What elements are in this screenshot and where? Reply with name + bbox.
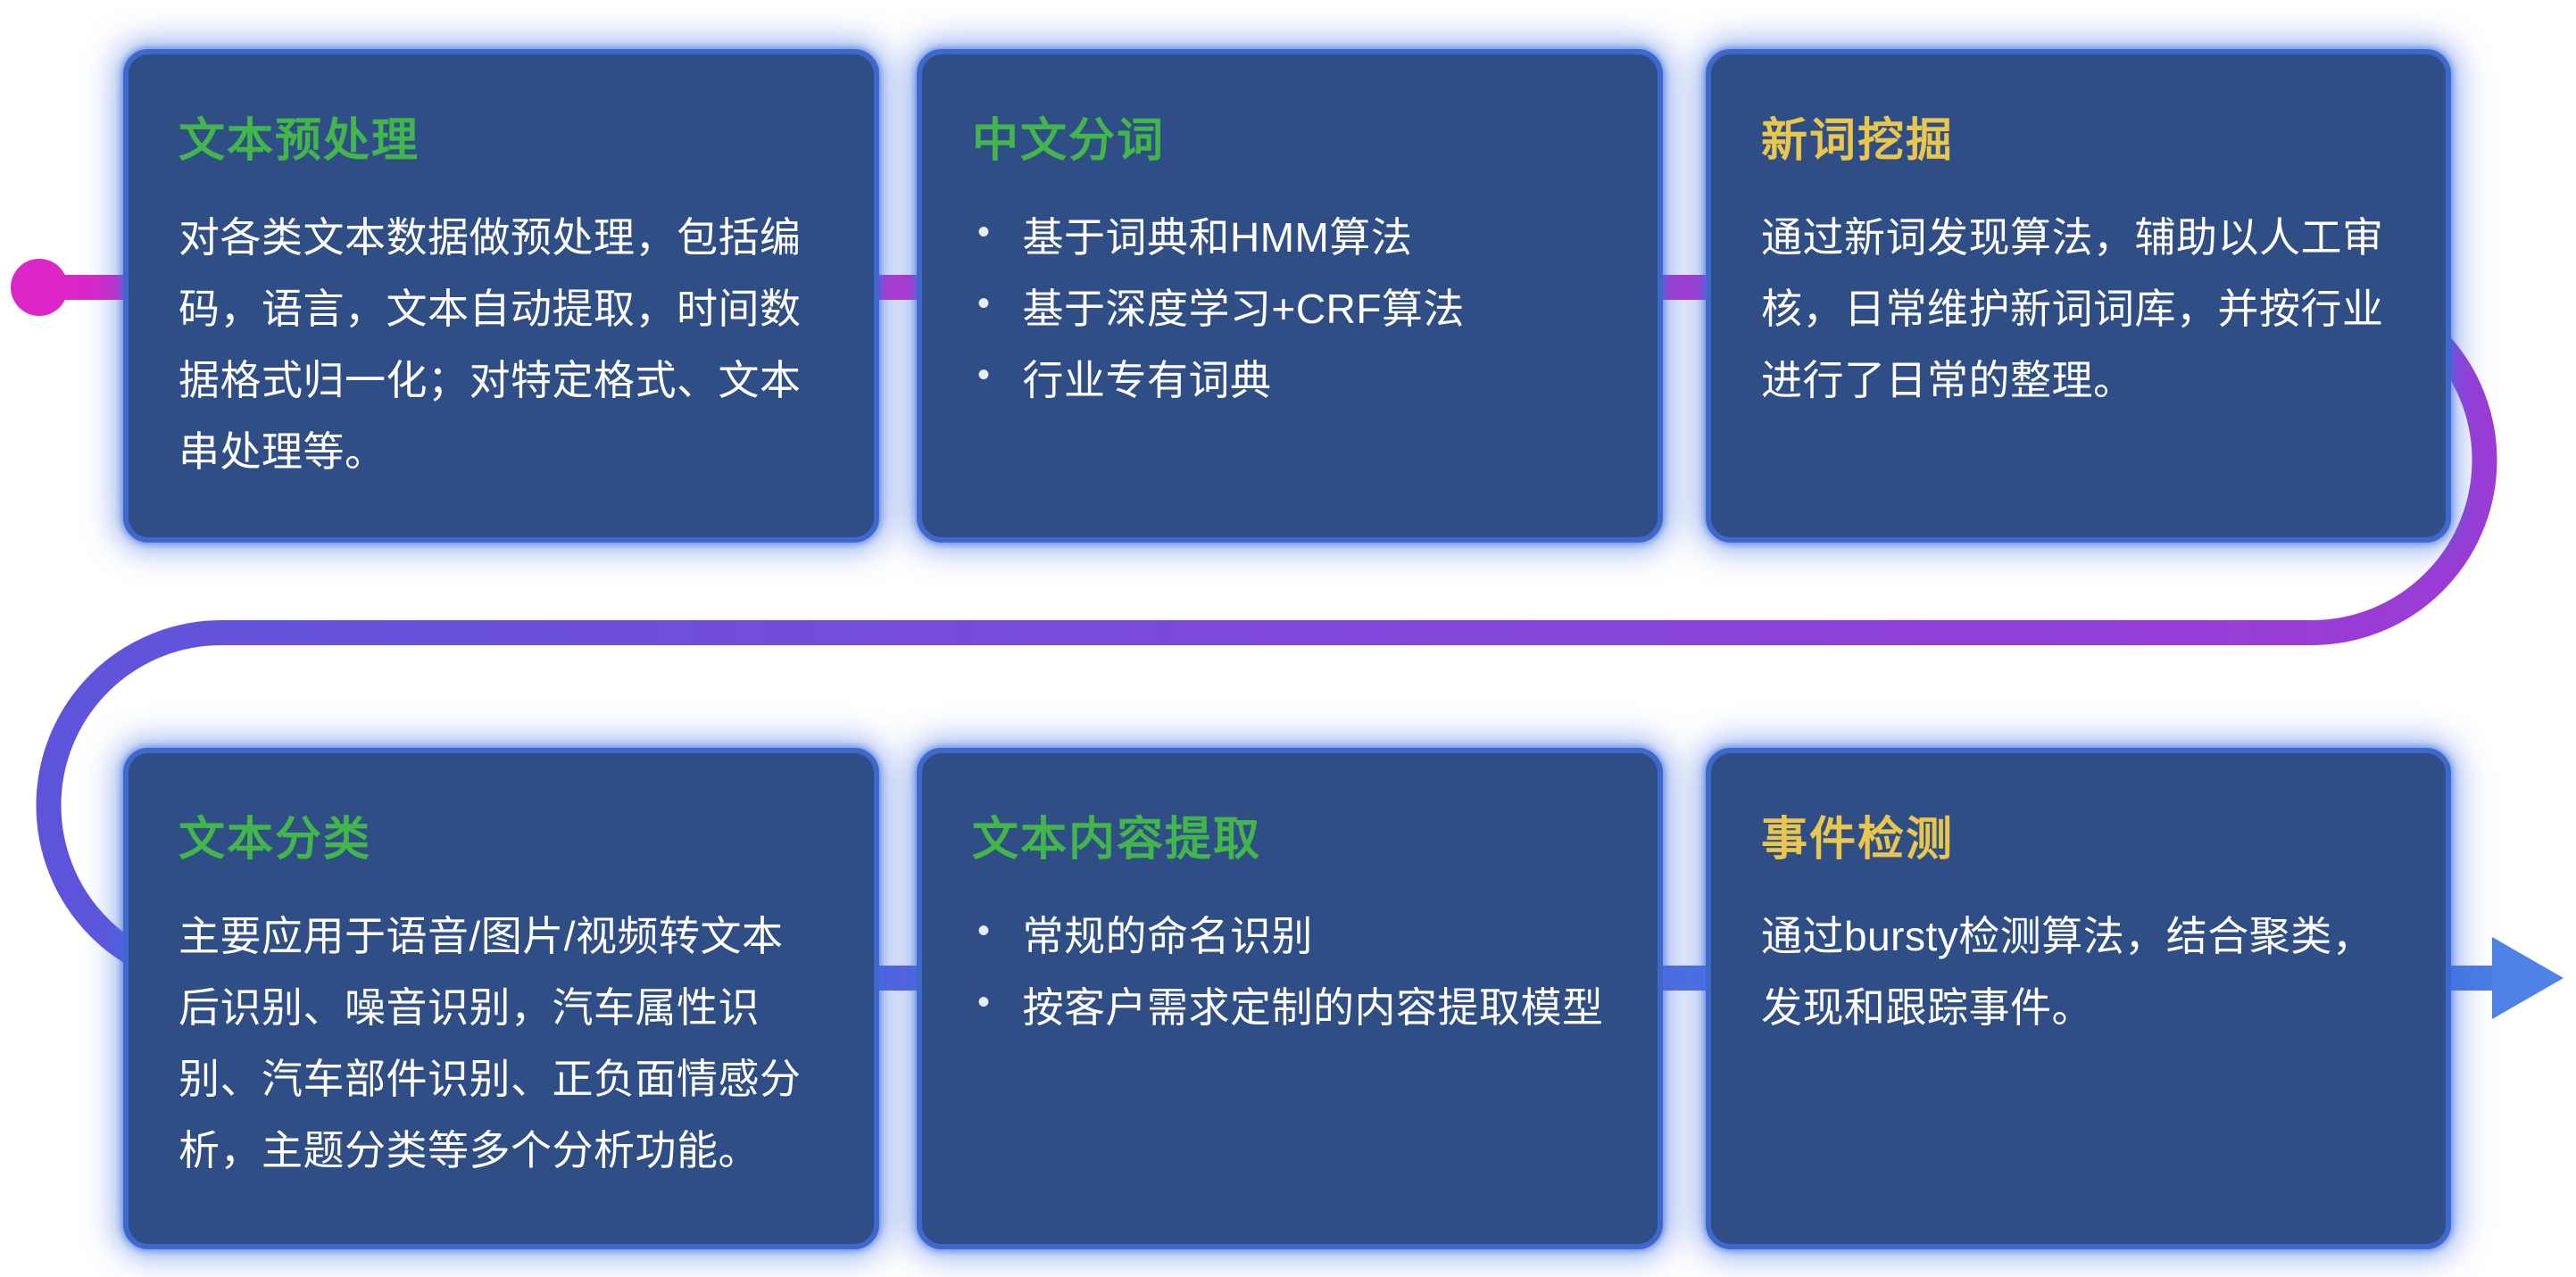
bullet-text: 基于词典和HMM算法 [1022, 214, 1413, 261]
bullet-icon: • [977, 983, 991, 1023]
bullet-icon: • [977, 355, 991, 395]
flow-arrow-icon [2492, 937, 2564, 1019]
card-body-text: 通过新词发现算法，辅助以人工审核，日常维护新词词库，并按行业进行了日常的整理。 [1761, 214, 2384, 404]
list-item: • 基于词典和HMM算法 [972, 202, 1608, 273]
bullet-text: 行业专有词典 [1022, 357, 1272, 404]
card-title: 事件检测 [1761, 814, 1955, 866]
list-item: • 常规的命名识别 [972, 900, 1608, 972]
flow-start-dot-icon [11, 259, 68, 316]
list-item: • 按客户需求定制的内容提取模型 [972, 972, 1608, 1043]
card-body-text: 通过bursty检测算法，结合聚类，发现和跟踪事件。 [1761, 913, 2374, 1032]
bullet-text: 按客户需求定制的内容提取模型 [1022, 984, 1604, 1032]
card-title: 文本内容提取 [972, 814, 1262, 866]
card-new-word-mining: 新词挖掘 通过新词发现算法，辅助以人工审核，日常维护新词词库，并按行业进行了日常… [1706, 49, 2451, 543]
card-body-text: 主要应用于语音/图片/视频转文本后识别、噪音识别，汽车属性识别、汽车部件识别、正… [179, 913, 802, 1174]
card-body-text: 对各类文本数据做预处理，包括编码，语言，文本自动提取，时间数据格式归一化；对特定… [179, 214, 802, 476]
card-text-preprocessing: 文本预处理 对各类文本数据做预处理，包括编码，语言，文本自动提取，时间数据格式归… [123, 49, 879, 543]
list-item: • 基于深度学习+CRF算法 [972, 273, 1608, 344]
card-title: 文本预处理 [179, 115, 420, 167]
bullet-icon: • [977, 911, 991, 950]
card-content-extraction: 文本内容提取 • 常规的命名识别 • 按客户需求定制的内容提取模型 [917, 748, 1663, 1249]
card-text-classification: 文本分类 主要应用于语音/图片/视频转文本后识别、噪音识别，汽车属性识别、汽车部… [123, 748, 879, 1249]
card-event-detection: 事件检测 通过bursty检测算法，结合聚类，发现和跟踪事件。 [1706, 748, 2451, 1249]
card-title: 中文分词 [972, 115, 1166, 167]
card-title: 文本分类 [179, 814, 372, 866]
bullet-icon: • [977, 284, 991, 324]
bullet-list: • 常规的命名识别 • 按客户需求定制的内容提取模型 [972, 900, 1608, 1043]
card-title: 新词挖掘 [1761, 115, 1955, 167]
bullet-icon: • [977, 212, 991, 252]
list-item: • 行业专有词典 [972, 344, 1608, 416]
flow-line-middle [36, 460, 2497, 806]
card-chinese-segmentation: 中文分词 • 基于词典和HMM算法 • 基于深度学习+CRF算法 • 行业专有词… [917, 49, 1663, 543]
bullet-text: 常规的命名识别 [1022, 913, 1314, 959]
bullet-list: • 基于词典和HMM算法 • 基于深度学习+CRF算法 • 行业专有词典 [972, 202, 1608, 416]
bullet-text: 基于深度学习+CRF算法 [1022, 286, 1465, 333]
